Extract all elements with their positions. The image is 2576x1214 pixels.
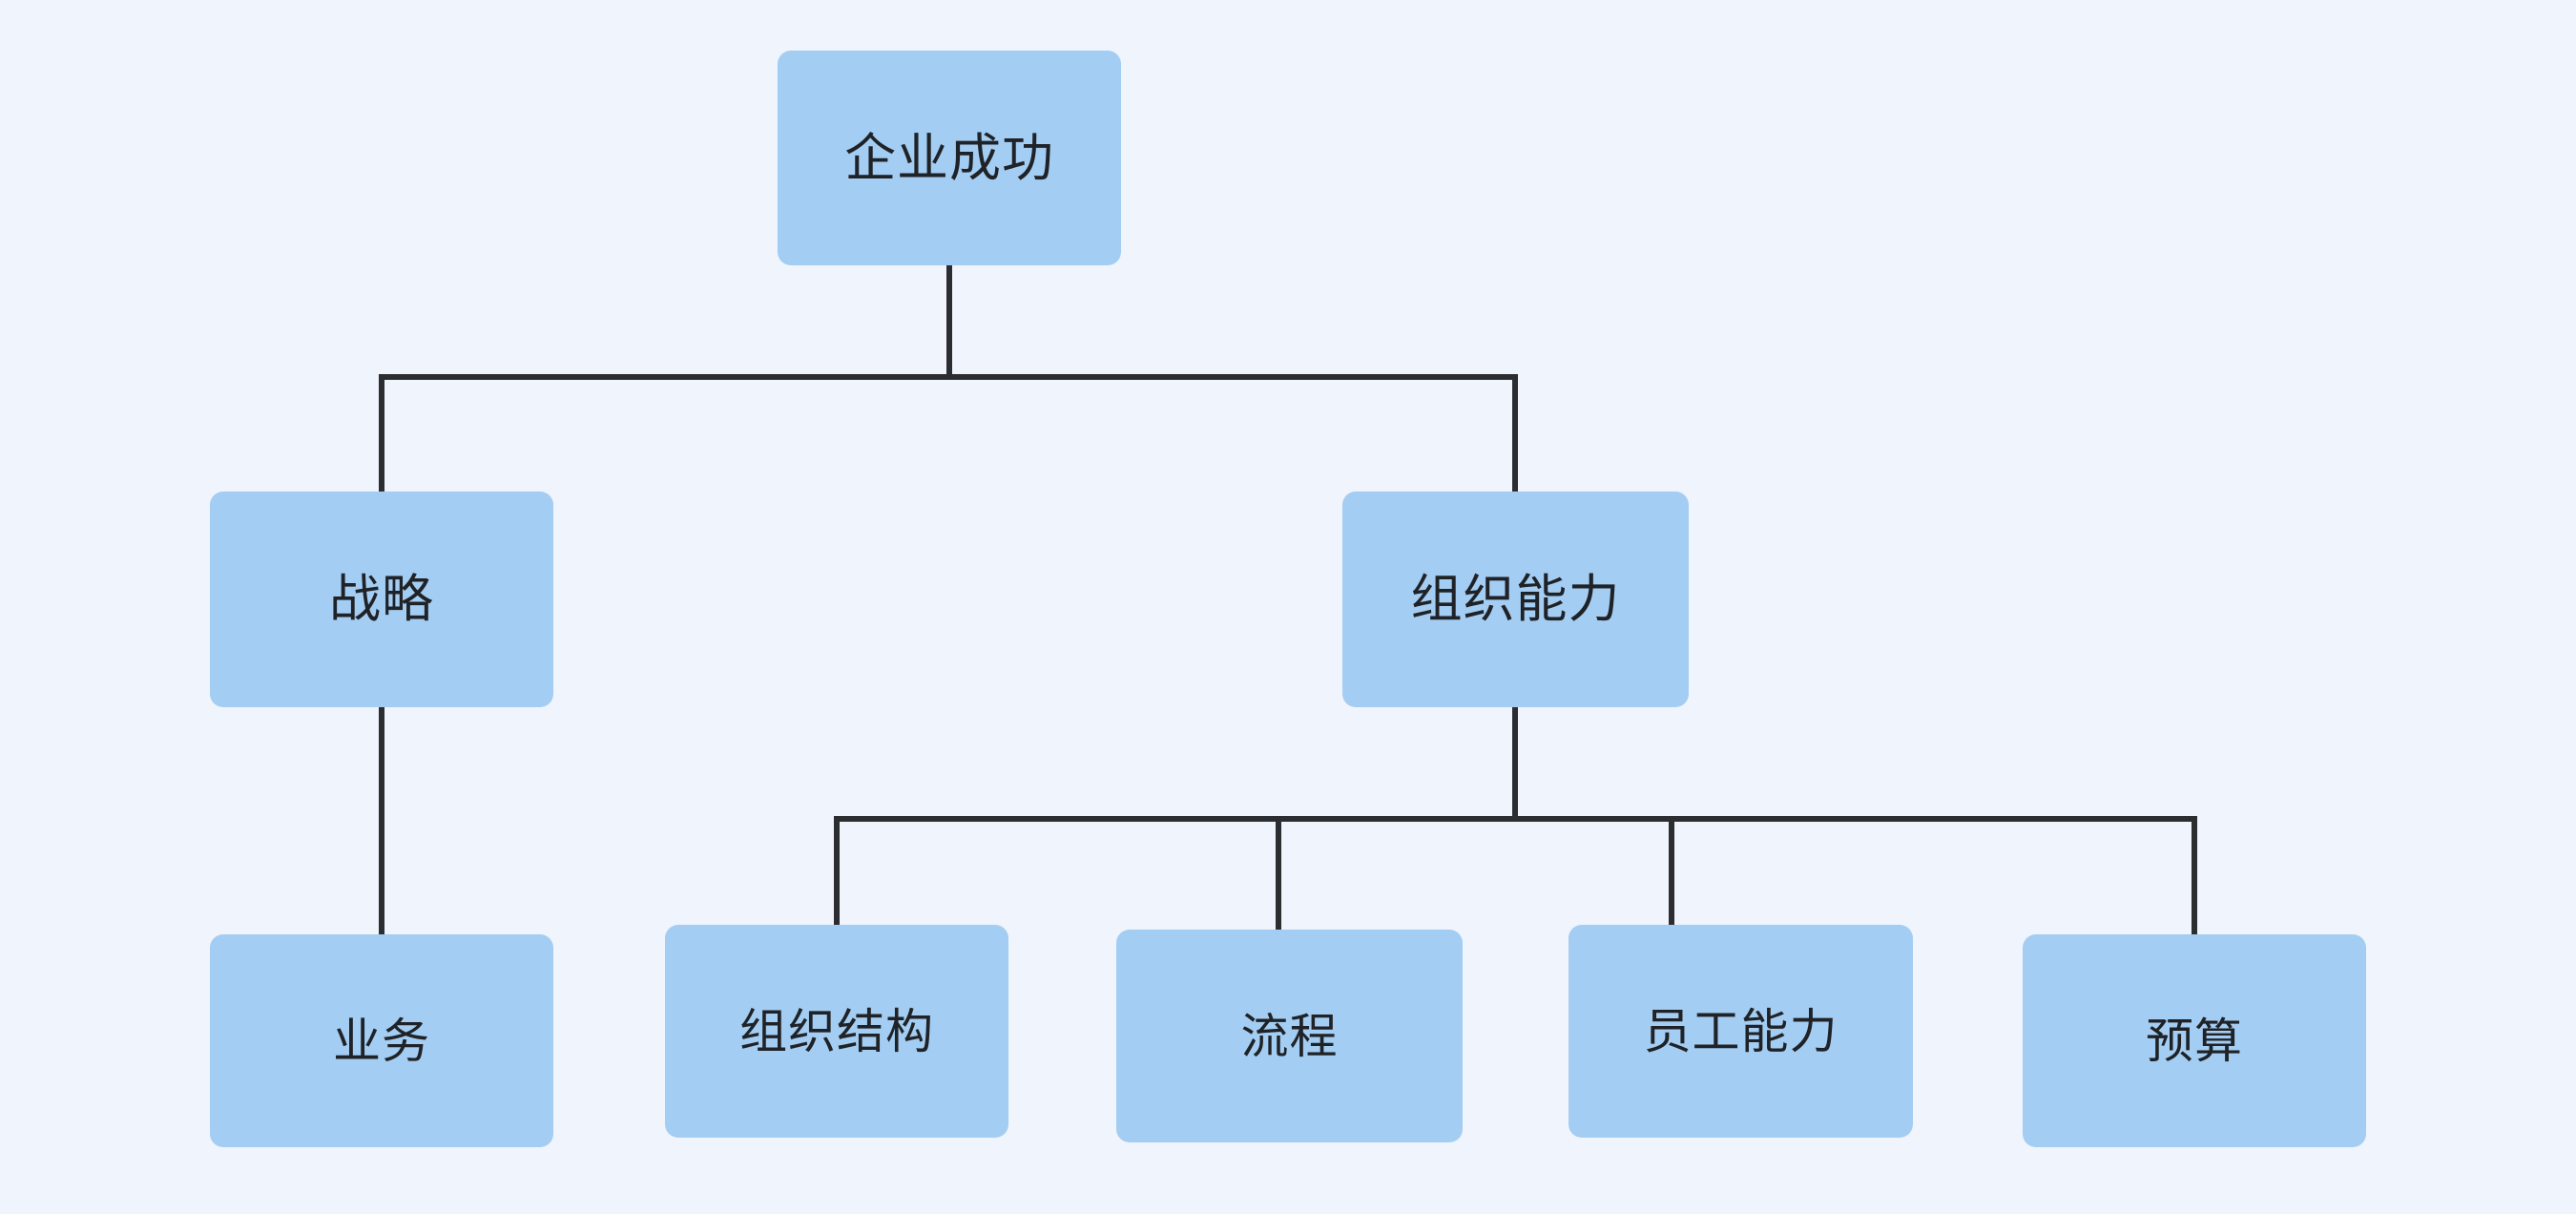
node-staff-capability-label: 员工能力 — [1643, 1004, 1839, 1058]
node-process-label: 流程 — [1240, 1009, 1339, 1063]
node-root-label: 企业成功 — [844, 129, 1054, 187]
node-business[interactable]: 业务 — [210, 934, 553, 1147]
node-budget[interactable]: 预算 — [2023, 934, 2366, 1147]
node-business-label: 业务 — [333, 1014, 430, 1068]
node-org-structure-label: 组织结构 — [739, 1004, 934, 1058]
node-root[interactable]: 企业成功 — [778, 51, 1121, 265]
node-process[interactable]: 流程 — [1116, 930, 1463, 1142]
node-org-capability-label: 组织能力 — [1410, 571, 1621, 628]
node-budget-label: 预算 — [2146, 1014, 2243, 1068]
node-staff-capability[interactable]: 员工能力 — [1568, 925, 1913, 1138]
node-org-capability[interactable]: 组织能力 — [1342, 492, 1689, 707]
node-strategy[interactable]: 战略 — [210, 492, 553, 707]
node-org-structure[interactable]: 组织结构 — [665, 925, 1008, 1138]
node-strategy-label: 战略 — [329, 571, 434, 628]
